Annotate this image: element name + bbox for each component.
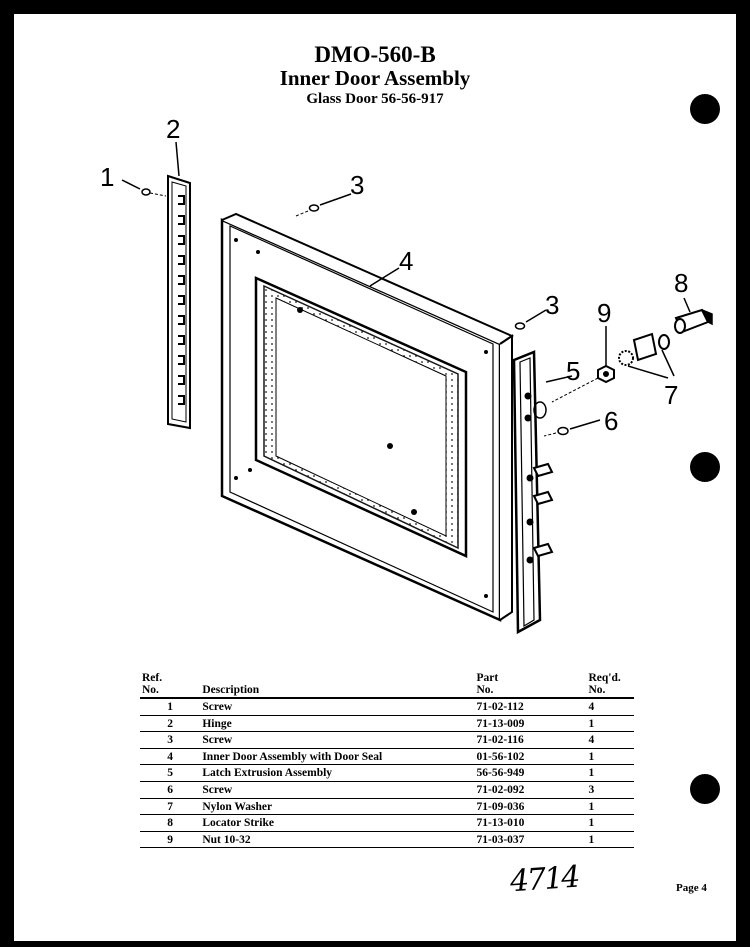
locator-strike-part-8 (674, 297, 713, 334)
callout-3-lower: 3 (545, 290, 559, 320)
table-row: 6 Screw 71-02-092 3 (140, 781, 634, 799)
table-row: 2 Hinge 71-13-009 1 (140, 715, 634, 733)
washer-part-7 (618, 332, 675, 379)
callout-6: 6 (604, 406, 618, 436)
callout-3-upper: 3 (350, 170, 364, 200)
glass-door-subtitle: Glass Door 56-56-917 (306, 91, 444, 107)
table-row: 7 Nylon Washer 71-09-036 1 (140, 798, 634, 816)
callout-8: 8 (674, 268, 688, 298)
table-row: 1 Screw 71-02-112 4 (140, 698, 634, 716)
handwritten-note: 4714 (508, 859, 580, 900)
table-row: 4 Inner Door Assembly with Door Seal 01-… (140, 748, 634, 766)
callout-4: 4 (399, 246, 413, 276)
exploded-parts-diagram: 1 2 3 4 3 5 6 7 8 9 (100, 114, 713, 635)
header-reqd-no: Req'd. No. (588, 672, 621, 696)
leader-5 (545, 375, 573, 383)
latch-extrusion-assembly (512, 350, 554, 635)
header-description: Description (202, 684, 260, 696)
screw-part-6 (543, 419, 601, 437)
callout-2: 2 (166, 114, 180, 144)
table-row: 9 Nut 10-32 71-03-037 1 (140, 831, 634, 849)
inner-door-assembly (220, 212, 515, 622)
leader-4 (369, 267, 400, 287)
binder-hole-top (690, 94, 720, 124)
binder-hole-bottom (690, 774, 720, 804)
hinge-part (167, 174, 191, 430)
callout-1: 1 (100, 162, 114, 192)
header-part-no: Part No. (476, 672, 499, 696)
callout-9: 9 (597, 298, 611, 328)
leader-2 (175, 141, 180, 177)
screw-part-3-lower (514, 309, 547, 330)
model-title: DMO-560-B (314, 42, 436, 67)
table-row: 3 Screw 71-02-116 4 (140, 731, 634, 749)
parts-table-header: Ref. No. Description Part No. Req'd. No. (140, 672, 634, 698)
parts-list-table: Ref. No. Description Part No. Req'd. No.… (140, 672, 634, 849)
table-row: 5 Latch Extrusion Assembly 56-56-949 1 (140, 764, 634, 782)
callout-5: 5 (566, 356, 580, 386)
screw-part-1 (121, 179, 167, 197)
table-row: 8 Locator Strike 71-13-010 1 (140, 814, 634, 832)
nut-part-9 (551, 326, 615, 403)
assembly-title: Inner Door Assembly (279, 66, 471, 90)
header-ref-no: Ref. No. (142, 672, 163, 696)
page-label: Page 4 (676, 882, 707, 894)
screw-part-3-upper (295, 193, 352, 217)
callout-7: 7 (664, 380, 678, 410)
binder-hole-middle (690, 452, 720, 482)
